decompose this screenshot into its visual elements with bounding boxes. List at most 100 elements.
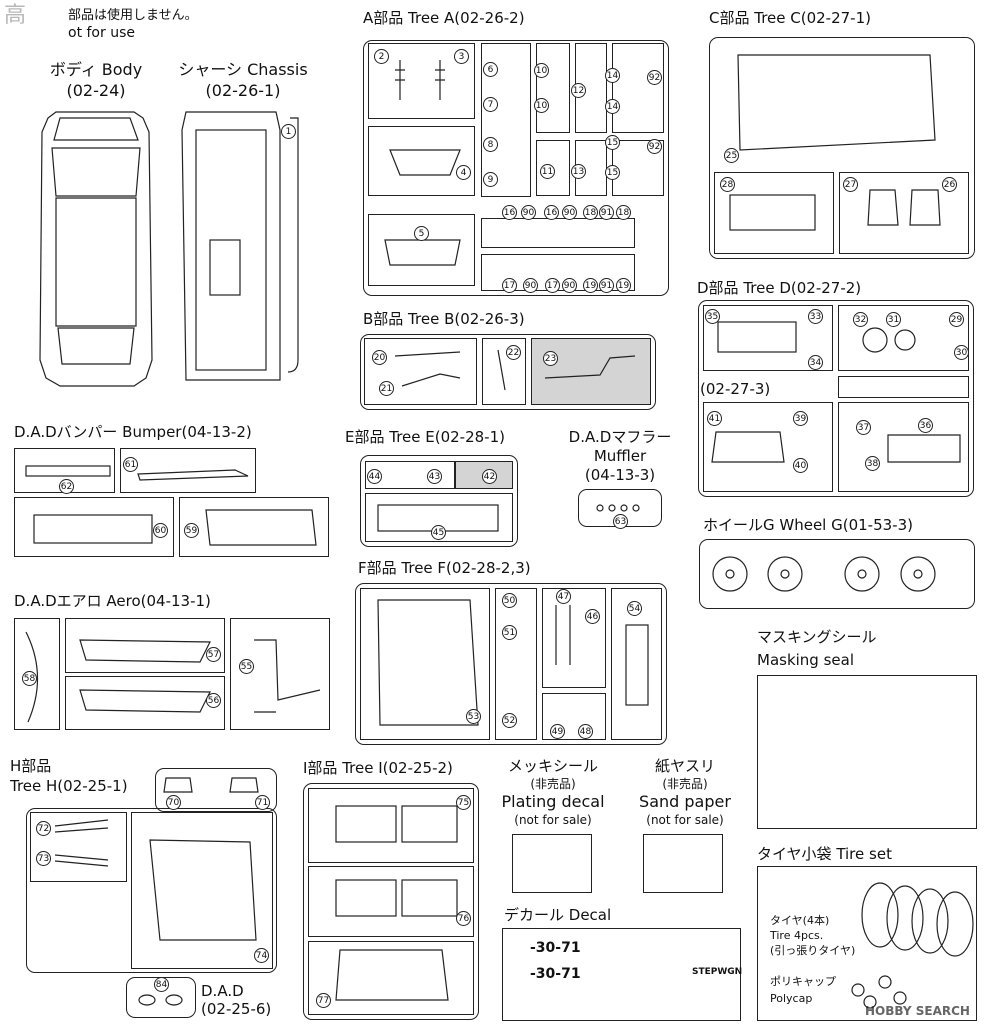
part-72: [54, 819, 109, 833]
sandpaper-nfs-en: (not for sale): [646, 813, 724, 827]
part-75-a: [335, 805, 397, 843]
tree-h-top-box: [155, 768, 277, 812]
tree-e-box: [360, 455, 518, 547]
chassis-title: シャーシ Chassis: [178, 60, 308, 79]
part-number: 17: [545, 278, 560, 293]
part-number: 32: [853, 312, 868, 327]
part-number: 46: [585, 609, 600, 624]
part-62: [25, 465, 111, 477]
polycap-4: [893, 991, 907, 1005]
decal-plate-1: -30-71: [530, 940, 581, 956]
part-number: 50: [502, 593, 517, 608]
tree-c-cell: [714, 172, 834, 254]
part-number: 28: [720, 177, 735, 192]
strut-left: [395, 60, 405, 100]
part-number: 36: [918, 418, 933, 433]
tree-a-cell: [481, 43, 531, 197]
part-number: 15: [605, 165, 620, 180]
part-32: [862, 327, 888, 353]
part-number: 75: [456, 795, 471, 810]
part-number: 35: [705, 309, 720, 324]
part-number: 1: [281, 124, 296, 139]
note-ja: 部品は使用しません。: [68, 8, 198, 23]
body-roof: [55, 197, 137, 327]
muffler-code: (04-13-3): [584, 466, 656, 484]
part-number: 20: [372, 350, 387, 365]
part-number: 38: [865, 456, 880, 471]
tree-e-cell: [365, 461, 455, 489]
part-number: 47: [556, 589, 571, 604]
part-number: 15: [605, 135, 620, 150]
part-number: 44: [367, 469, 382, 484]
body-outline: [39, 111, 153, 387]
part-number: 33: [808, 309, 823, 324]
part-75-b: [401, 805, 458, 843]
wheel-3: [844, 556, 880, 592]
tree-f-box: [355, 583, 667, 745]
tree-c-box: [709, 37, 975, 259]
part-number: 29: [949, 312, 964, 327]
part-36: [887, 434, 961, 463]
part-63-a: [596, 504, 604, 512]
plating-nfs-en: (not for sale): [514, 813, 592, 827]
part-number: 71: [255, 795, 270, 810]
part-number: 53: [466, 709, 481, 724]
body-code: (02-24): [66, 81, 126, 100]
part-number: 11: [540, 164, 555, 179]
part-number: 84: [154, 977, 169, 992]
part-76-b: [401, 879, 458, 917]
body-windshield: [51, 147, 141, 197]
chassis-code: (02-26-1): [205, 81, 281, 100]
tree-d-cell: [703, 305, 833, 371]
tree-h-cell: [30, 812, 127, 882]
tree-d-cell: [838, 402, 969, 492]
tree-h-title-ja: H部品: [10, 757, 52, 775]
part-number: 3: [454, 49, 469, 64]
tree-f-cell: [360, 588, 490, 740]
polycap-3: [863, 995, 877, 1009]
polycap-label-en: Polycap: [770, 992, 813, 1005]
tire-3: [911, 888, 949, 954]
part-number: 70: [166, 795, 181, 810]
part-number: 62: [59, 479, 74, 494]
part-number: 17: [502, 278, 517, 293]
part-number: 77: [316, 993, 331, 1008]
masking-title-en: Masking seal: [757, 651, 855, 669]
part-84-a: [138, 994, 156, 1006]
body-hood-line: [53, 117, 139, 141]
plating-decal-sheet: [512, 834, 592, 893]
wheel-4: [900, 556, 936, 592]
part-number: 60: [153, 523, 168, 538]
tire-set-bag: [757, 866, 977, 1021]
part-71: [229, 777, 259, 793]
tree-a-box: [363, 40, 669, 296]
part-number: 6: [483, 62, 498, 77]
tire-label-ja: タイヤ(4本): [770, 914, 830, 927]
part-55: [254, 639, 321, 713]
interior-tub: [737, 54, 936, 151]
tree-f-cell: [542, 588, 606, 688]
part-number: 56: [206, 693, 221, 708]
tree-b-cell: [482, 338, 526, 405]
part-number: 16: [502, 205, 517, 220]
seat-left: [867, 189, 899, 226]
part-number: 18: [583, 205, 598, 220]
tree-f-cell: [611, 588, 662, 740]
part-number: 26: [942, 177, 957, 192]
watermark-logo: 高: [4, 3, 27, 28]
part-number: 10: [534, 63, 549, 78]
part-number: 42: [482, 469, 497, 484]
tree-d-cell: [838, 376, 969, 398]
dashboard: [729, 194, 816, 231]
tree-f-cell: [495, 588, 537, 740]
tree-d-cell: [703, 402, 833, 492]
part-number: 90: [523, 278, 538, 293]
part-number: 30: [954, 345, 969, 360]
tree-i-cell: [308, 866, 474, 937]
suspension-member: [389, 149, 461, 176]
tree-i-title: I部品 Tree I(02-25-2): [303, 759, 453, 777]
part-number: 8: [483, 137, 498, 152]
tire-label-en: Tire 4pcs.: [770, 929, 824, 942]
part-number: 27: [843, 177, 858, 192]
